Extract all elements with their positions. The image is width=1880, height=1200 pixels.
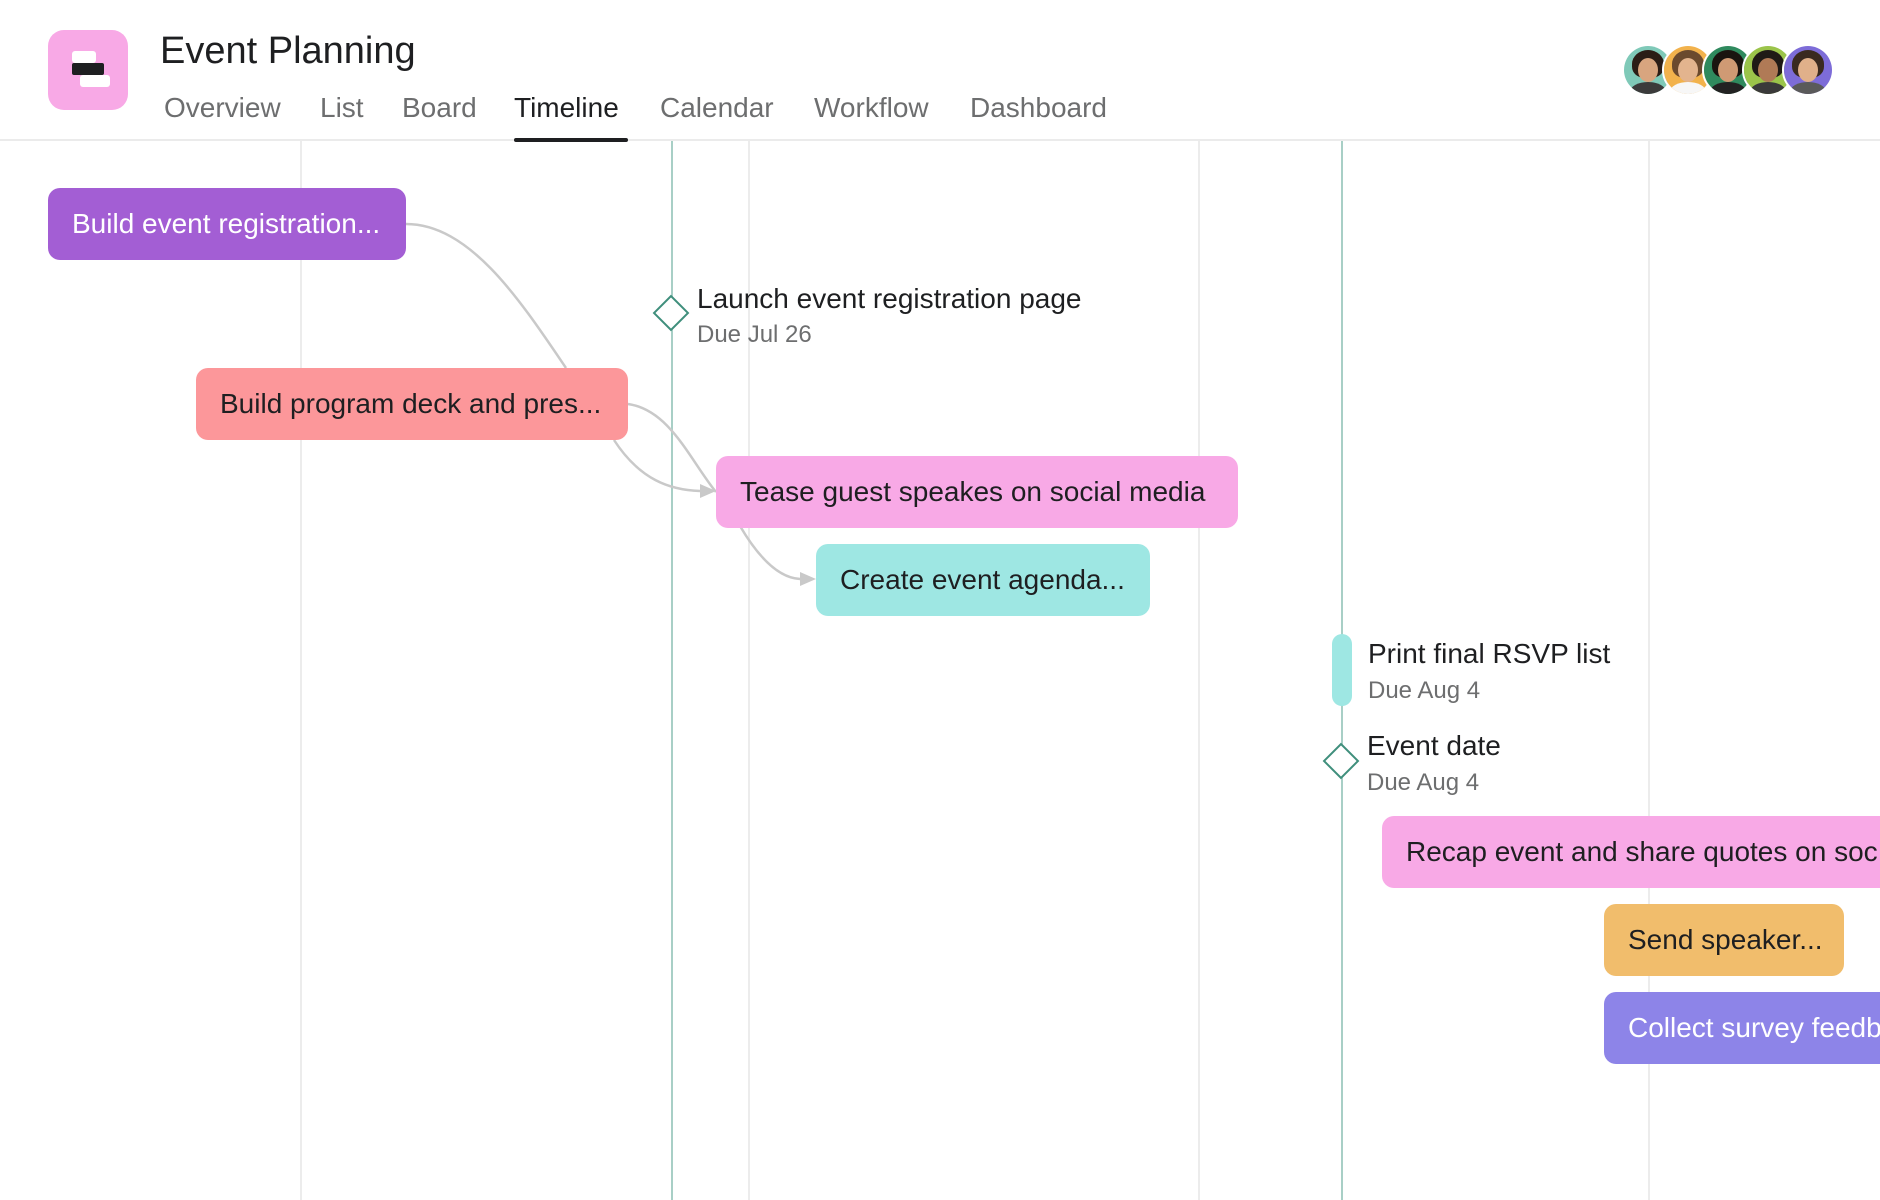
tab-board[interactable]: Board [402, 92, 477, 123]
task-bar[interactable]: Send speaker... [1604, 904, 1844, 976]
milestone-title[interactable]: Launch event registration page [697, 283, 1082, 314]
tab-workflow[interactable]: Workflow [814, 92, 929, 123]
project-title[interactable]: Event Planning [160, 30, 416, 72]
task-label: Build program deck and pres... [220, 388, 602, 419]
task-bar[interactable]: Build program deck and pres... [196, 368, 628, 440]
task-bar[interactable]: Collect survey feedb [1604, 992, 1880, 1064]
milestone-due-date: Due Aug 4 [1367, 769, 1480, 796]
task-label: Build event registration... [72, 208, 381, 239]
timeline-marker-line [671, 141, 673, 1200]
task-bar[interactable]: Build event registration... [48, 188, 406, 260]
milestone-diamond-icon[interactable] [1322, 742, 1360, 780]
task-label: Tease guest speakes on social media [740, 476, 1206, 507]
timeline-gridline [1198, 141, 1200, 1200]
timeline-gridline [748, 141, 750, 1200]
task-bar[interactable]: Create event agenda... [816, 544, 1150, 616]
project-icon[interactable] [48, 30, 128, 110]
active-tab-indicator [514, 138, 628, 142]
task-title[interactable]: Print final RSVP list [1368, 638, 1611, 669]
tab-timeline[interactable]: Timeline [514, 92, 619, 123]
milestone-due-date: Due Jul 26 [697, 321, 812, 348]
task-bar[interactable]: Tease guest speakes on social media [716, 456, 1238, 528]
task-label: Create event agenda... [840, 564, 1125, 595]
task-label: Send speaker... [1628, 924, 1823, 955]
task-due-date: Due Aug 4 [1368, 677, 1481, 704]
project-members[interactable] [1622, 44, 1834, 96]
task-label: Collect survey feedb [1628, 1012, 1880, 1043]
project-header: Event Planning Overview List Board Timel… [0, 0, 1880, 142]
avatar[interactable] [1782, 44, 1834, 96]
milestone-title[interactable]: Event date [1367, 730, 1501, 761]
milestone-diamond-icon[interactable] [652, 294, 690, 332]
timeline-gridline [1648, 141, 1650, 1200]
task-bar[interactable]: Recap event and share quotes on soc [1382, 816, 1880, 888]
task-label: Recap event and share quotes on soc [1406, 836, 1878, 867]
avatar[interactable] [1662, 44, 1714, 96]
timeline-gridline [300, 141, 302, 1200]
tab-dashboard[interactable]: Dashboard [970, 92, 1107, 123]
tab-overview[interactable]: Overview [164, 92, 281, 123]
task-pill[interactable] [1332, 634, 1352, 706]
tab-calendar[interactable]: Calendar [660, 92, 774, 123]
tab-list[interactable]: List [320, 92, 364, 123]
